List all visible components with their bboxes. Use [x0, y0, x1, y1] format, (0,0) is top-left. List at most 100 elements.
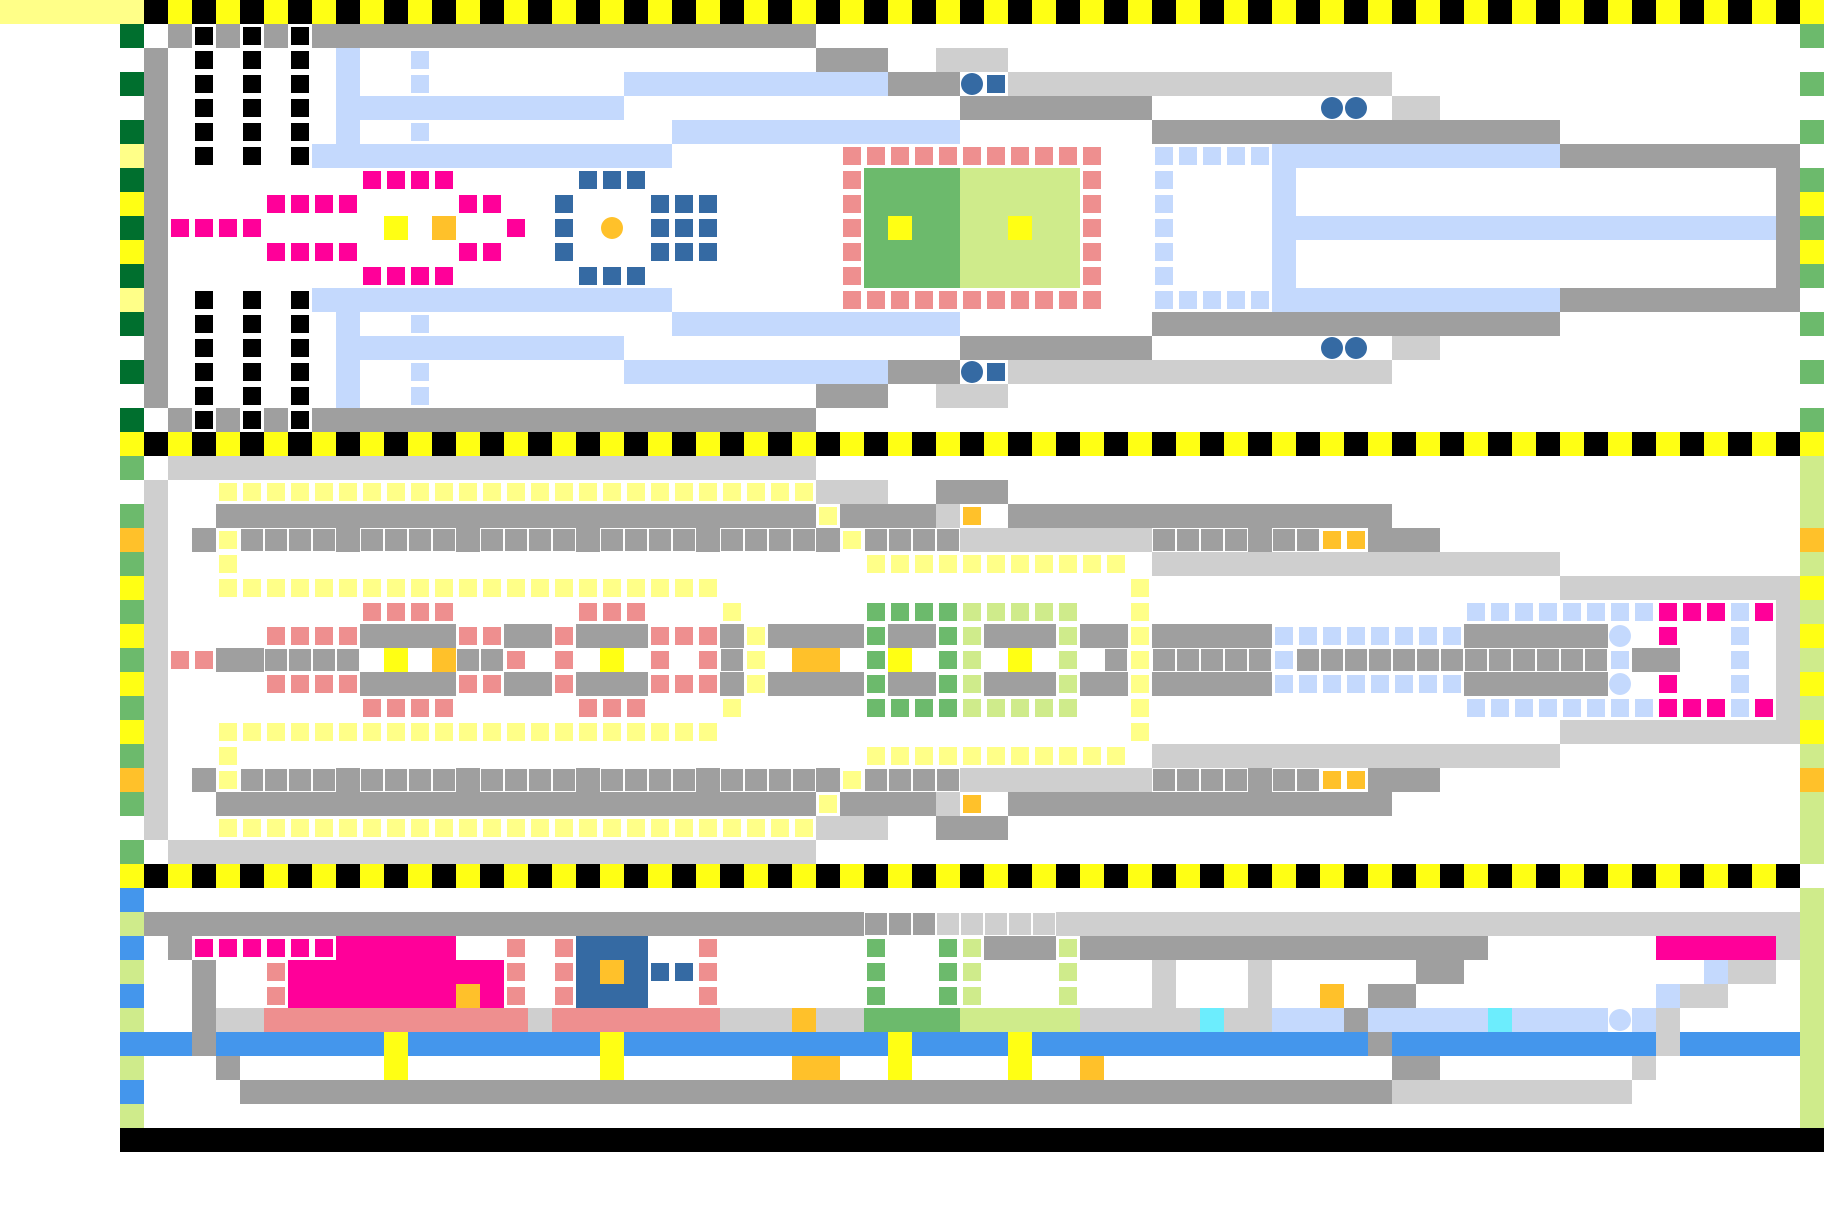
pale-yellow-seat [1107, 747, 1125, 765]
yellow-tile [1656, 0, 1680, 24]
gray-wall-tile [1368, 1080, 1392, 1104]
salmon-seat [435, 699, 453, 717]
wall-tile [1152, 0, 1176, 24]
light-gray-tile [480, 456, 504, 480]
black-seat [291, 147, 309, 165]
pale-yellow-seat [771, 819, 789, 837]
wall-tile [1344, 1128, 1368, 1152]
gray-wall-tile [1008, 336, 1032, 360]
gray-wall-tile [960, 96, 984, 120]
gray-wall-tile [792, 24, 816, 48]
gray-seat [337, 649, 359, 671]
navy-seat [627, 171, 645, 189]
magenta-tile [480, 960, 504, 984]
light-blue-tile [792, 360, 816, 384]
wall-tile [1464, 1128, 1488, 1152]
light-blue-seat [1515, 699, 1533, 717]
gray-wall-tile [792, 912, 816, 936]
light-gray-tile [1680, 576, 1704, 600]
light-blue-tile [1584, 1008, 1608, 1032]
gray-wall-tile [1272, 936, 1296, 960]
wall-tile [384, 432, 408, 456]
gray-wall-tile [504, 504, 528, 528]
yellow-tile [1416, 432, 1440, 456]
light-gray-tile [1248, 360, 1272, 384]
salmon-seat [843, 171, 861, 189]
gray-wall-tile [1464, 120, 1488, 144]
salmon-tile [336, 1008, 360, 1032]
light-blue-tile [480, 288, 504, 312]
light-gray-tile [1392, 336, 1416, 360]
green-tile [936, 168, 960, 192]
light-gray-tile [1080, 528, 1104, 552]
gray-wall-tile [1584, 288, 1608, 312]
light-blue-tile [1440, 1008, 1464, 1032]
light-gray-tile [1752, 576, 1776, 600]
light-gray-tile [384, 840, 408, 864]
pale-yellow-seat [939, 747, 957, 765]
light-gray-tile [1224, 72, 1248, 96]
light-gray-seat [961, 913, 983, 935]
gray-seat [889, 769, 911, 791]
light-gray-tile [1056, 528, 1080, 552]
blue-tile [552, 1032, 576, 1056]
gray-wall-tile [576, 672, 600, 696]
gray-wall-tile [1632, 648, 1656, 672]
light-blue-tile [1272, 264, 1296, 288]
yellow-tile [1608, 432, 1632, 456]
gray-wall-tile [336, 408, 360, 432]
gray-wall-tile [240, 504, 264, 528]
gray-wall-tile [1320, 792, 1344, 816]
wall-tile [960, 432, 984, 456]
gray-wall-tile [144, 264, 168, 288]
light-blue-tile [1368, 216, 1392, 240]
gray-wall-tile [816, 48, 840, 72]
light-gray-tile [1272, 360, 1296, 384]
gray-seat [1513, 649, 1535, 671]
salmon-seat [315, 627, 333, 645]
gray-seat [769, 529, 791, 551]
pale-yellow-seat [747, 819, 765, 837]
salmon-seat [483, 675, 501, 693]
gray-wall-tile [768, 912, 792, 936]
light-gray-tile [1416, 1080, 1440, 1104]
green-tile [936, 216, 960, 240]
wall-tile [456, 1128, 480, 1152]
blue-tile [912, 1032, 936, 1056]
lime-tile [1032, 168, 1056, 192]
light-blue-seat [1347, 627, 1365, 645]
pale-yellow-seat [675, 579, 693, 597]
gray-wall-tile [696, 1080, 720, 1104]
gray-wall-tile [1080, 504, 1104, 528]
yellow-tile [1560, 0, 1584, 24]
salmon-seat [1059, 147, 1077, 165]
gray-wall-tile [408, 912, 432, 936]
gray-seat [529, 769, 551, 791]
pale-yellow-seat [483, 579, 501, 597]
wall-tile [1728, 432, 1752, 456]
light-blue-tile [336, 384, 360, 408]
yellow-tile [456, 432, 480, 456]
light-blue-tile [504, 144, 528, 168]
yellow-tile [600, 432, 624, 456]
orange-tile [792, 1008, 816, 1032]
blue-tile [504, 1032, 528, 1056]
light-gray-tile [1776, 672, 1800, 696]
black-seat [291, 363, 309, 381]
gray-wall-tile [1392, 768, 1416, 792]
wall-tile [1656, 1128, 1680, 1152]
yellow-tile [840, 0, 864, 24]
yellow-tile [936, 864, 960, 888]
gray-wall-tile [1632, 288, 1656, 312]
salmon-seat [507, 963, 525, 981]
light-gray-tile [336, 840, 360, 864]
light-blue-seat [411, 363, 429, 381]
gray-wall-tile [1056, 1080, 1080, 1104]
light-gray-tile [1608, 720, 1632, 744]
gray-wall-tile [1656, 648, 1680, 672]
wall-tile [528, 0, 552, 24]
gray-wall-tile [672, 504, 696, 528]
gray-wall-tile [696, 792, 720, 816]
light-blue-tile [408, 144, 432, 168]
salmon-seat [651, 651, 669, 669]
